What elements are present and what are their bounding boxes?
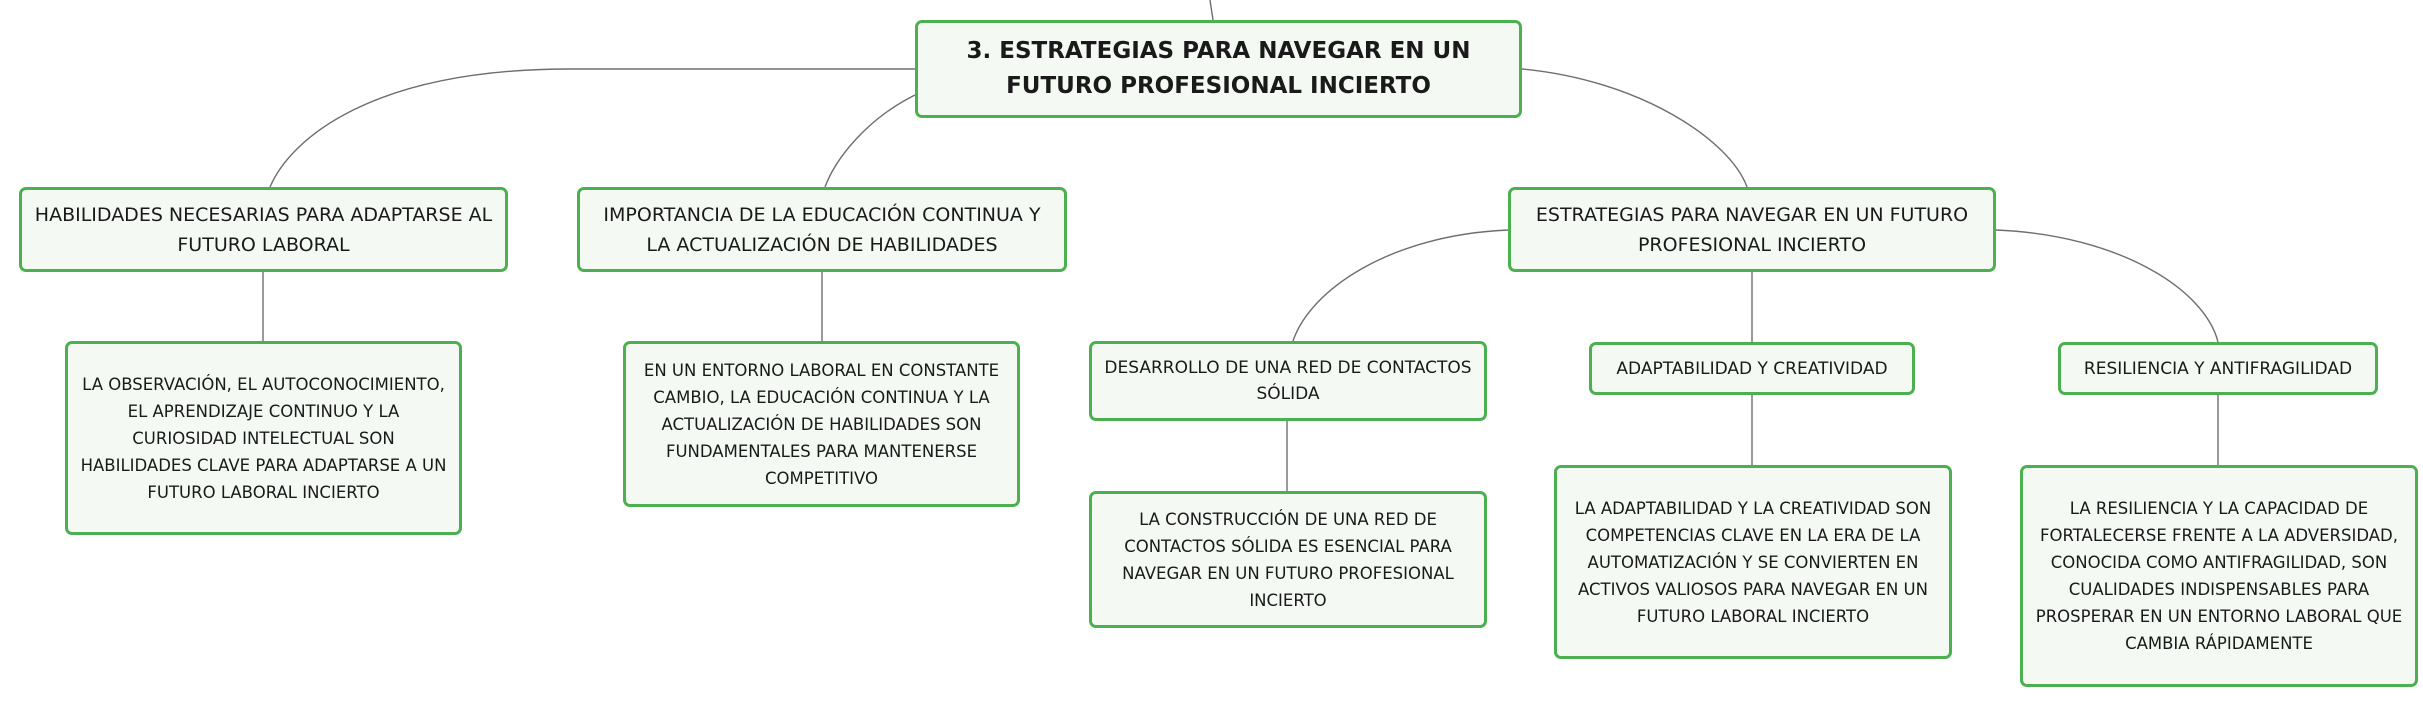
detail-text: LA OBSERVACIÓN, EL AUTOCONOCIMIENTO, EL … — [80, 374, 447, 502]
detail-text: EN UN ENTORNO LABORAL EN CONSTANTE CAMBI… — [643, 360, 1000, 488]
detail-importancia[interactable]: EN UN ENTORNO LABORAL EN CONSTANTE CAMBI… — [623, 341, 1020, 507]
root-topic-label: 3. ESTRATEGIAS PARA NAVEGAR EN UN FUTURO… — [966, 38, 1471, 99]
connector-root-to-importancia — [824, 94, 916, 188]
connector-root-to-parent — [1209, 0, 1214, 21]
detail-text: LA CONSTRUCCIÓN DE UNA RED DE CONTACTOS … — [1122, 509, 1454, 610]
connector-root-to-habilidades — [269, 68, 915, 188]
detail-habilidades[interactable]: LA OBSERVACIÓN, EL AUTOCONOCIMIENTO, EL … — [65, 341, 462, 535]
detail-text: LA RESILIENCIA Y LA CAPACIDAD DE FORTALE… — [2035, 499, 2403, 653]
detail-resiliencia[interactable]: LA RESILIENCIA Y LA CAPACIDAD DE FORTALE… — [2020, 465, 2418, 687]
subtopic-red-contactos[interactable]: DESARROLLO DE UNA RED DE CONTACTOS SÓLID… — [1089, 341, 1487, 421]
topic-label: HABILIDADES NECESARIAS PARA ADAPTARSE AL… — [34, 203, 493, 256]
root-topic[interactable]: 3. ESTRATEGIAS PARA NAVEGAR EN UN FUTURO… — [915, 20, 1522, 118]
detail-adaptabilidad[interactable]: LA ADAPTABILIDAD Y LA CREATIVIDAD SON CO… — [1554, 465, 1952, 659]
subtopic-label: DESARROLLO DE UNA RED DE CONTACTOS SÓLID… — [1104, 358, 1472, 404]
subtopic-label: ADAPTABILIDAD Y CREATIVIDAD — [1616, 358, 1888, 379]
topic-label: ESTRATEGIAS PARA NAVEGAR EN UN FUTURO PR… — [1535, 203, 1969, 256]
topic-importancia-educacion[interactable]: IMPORTANCIA DE LA EDUCACIÓN CONTINUA Y L… — [577, 187, 1067, 272]
subtopic-label: RESILIENCIA Y ANTIFRAGILIDAD — [2083, 358, 2353, 379]
topic-label: IMPORTANCIA DE LA EDUCACIÓN CONTINUA Y L… — [603, 203, 1041, 256]
detail-text: LA ADAPTABILIDAD Y LA CREATIVIDAD SON CO… — [1574, 498, 1932, 626]
connector-root-to-estrategias — [1521, 68, 1748, 188]
detail-red-contactos[interactable]: LA CONSTRUCCIÓN DE UNA RED DE CONTACTOS … — [1089, 491, 1487, 628]
connector-estrategias-to-red — [1292, 229, 1509, 342]
subtopic-resiliencia[interactable]: RESILIENCIA Y ANTIFRAGILIDAD — [2058, 342, 2378, 395]
connector-estrategias-to-resiliencia — [1995, 229, 2219, 343]
topic-estrategias-navegar[interactable]: ESTRATEGIAS PARA NAVEGAR EN UN FUTURO PR… — [1508, 187, 1996, 272]
topic-habilidades-necesarias[interactable]: HABILIDADES NECESARIAS PARA ADAPTARSE AL… — [19, 187, 508, 272]
subtopic-adaptabilidad[interactable]: ADAPTABILIDAD Y CREATIVIDAD — [1589, 342, 1915, 395]
